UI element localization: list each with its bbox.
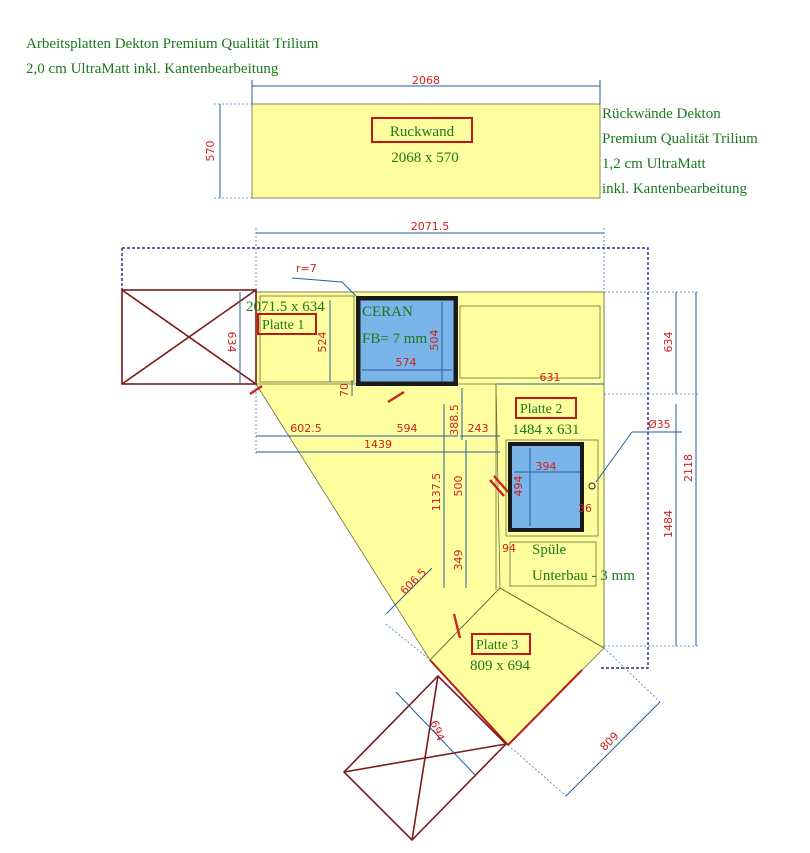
ruckwand-info-line4: inkl. Kantenbearbeitung: [602, 181, 747, 197]
platte3-edge-right: [507, 669, 583, 746]
spuele-sub: Unterbau - 3 mm: [532, 568, 635, 584]
ceran-height-label: 504: [428, 330, 441, 351]
ceran-radius-label: r=7: [296, 262, 317, 275]
platte3-edge-left: [429, 659, 509, 746]
platte3-size: 809 x 694: [470, 658, 531, 674]
platte2-size: 1484 x 631: [512, 422, 580, 438]
platte1-size: 2071.5 x 634: [246, 299, 325, 315]
ruckwand-height-label: 570: [204, 141, 217, 162]
top-width-label: 2071.5: [411, 220, 450, 233]
dim-809-line: [565, 701, 661, 797]
sink-width-label: 394: [536, 460, 557, 473]
platte2-label-box: [515, 397, 577, 419]
platte1-label: Platte 1: [262, 318, 304, 333]
platte1-depth-label: 634: [225, 332, 238, 353]
platte3-label-box: [471, 633, 531, 655]
seam-mark: [489, 479, 505, 497]
ruckwand-info-line1: Rückwände Dekton: [602, 106, 721, 122]
seam-mark: [387, 390, 405, 404]
ruckwand-panel: [251, 103, 601, 199]
dim-694-line: [395, 691, 477, 777]
dim-36-label: 36: [578, 502, 592, 515]
dim-1439-label: 1439: [364, 438, 392, 451]
tall-unit-left: [121, 289, 257, 385]
cabinet-outline: [459, 305, 601, 379]
platte1-label-box: [257, 313, 317, 335]
dim-2118-label: 2118: [682, 454, 695, 482]
dim-500-label: 500: [452, 476, 465, 497]
platte2-label: Platte 2: [520, 402, 562, 417]
dim-631-label: 631: [540, 371, 561, 384]
tap-hole: [588, 482, 596, 490]
ceran-label: CERAN: [362, 304, 413, 320]
sink-basin: [512, 446, 580, 528]
seam-mark: [452, 613, 462, 639]
spuele-label: Spüle: [532, 542, 567, 558]
platte3-label: Platte 3: [476, 638, 518, 653]
dim-243-label: 243: [468, 422, 489, 435]
ruckwand-label-box: [371, 117, 473, 143]
header-subtitle: 2,0 cm UltraMatt inkl. Kantenbearbeitung: [26, 61, 279, 77]
sink-cabinet: [509, 541, 597, 587]
ceran-cooktop: [359, 299, 455, 383]
dim-35-label: Ø35: [648, 418, 671, 431]
ruckwand-width-label: 2068: [412, 74, 440, 87]
ruckwand-info-line3: 1,2 cm UltraMatt: [602, 156, 707, 172]
header-title: Arbeitsplatten Dekton Premium Qualität T…: [26, 36, 319, 52]
dim-606-line: [385, 567, 433, 615]
dim-594-label: 594: [397, 422, 418, 435]
dim-1137-label: 1137.5: [430, 473, 443, 512]
sink-height-label: 494: [512, 476, 525, 497]
wall-outline: [122, 247, 649, 669]
dim-809-label: 809: [598, 730, 622, 754]
dim-94-label: 94: [502, 542, 516, 555]
dim-349-label: 349: [452, 550, 465, 571]
ceran-width-label: 574: [396, 356, 417, 369]
p1-inner-label: 524: [316, 332, 329, 353]
dim-388-label: 388.5: [448, 404, 461, 436]
dim-634r-label: 634: [662, 332, 675, 353]
ruckwand-info-line2: Premium Qualität Trilium: [602, 131, 758, 147]
dim-1484-label: 1484: [662, 510, 675, 538]
ceran-fb: FB= 7 mm: [362, 331, 427, 347]
p1-gap-label: 70: [338, 383, 351, 397]
dim-694-label: 694: [427, 719, 447, 743]
ruckwand-size: 2068 x 570: [391, 150, 459, 166]
dim-602-label: 602.5: [290, 422, 322, 435]
ruckwand-label: Ruckwand: [390, 124, 455, 140]
